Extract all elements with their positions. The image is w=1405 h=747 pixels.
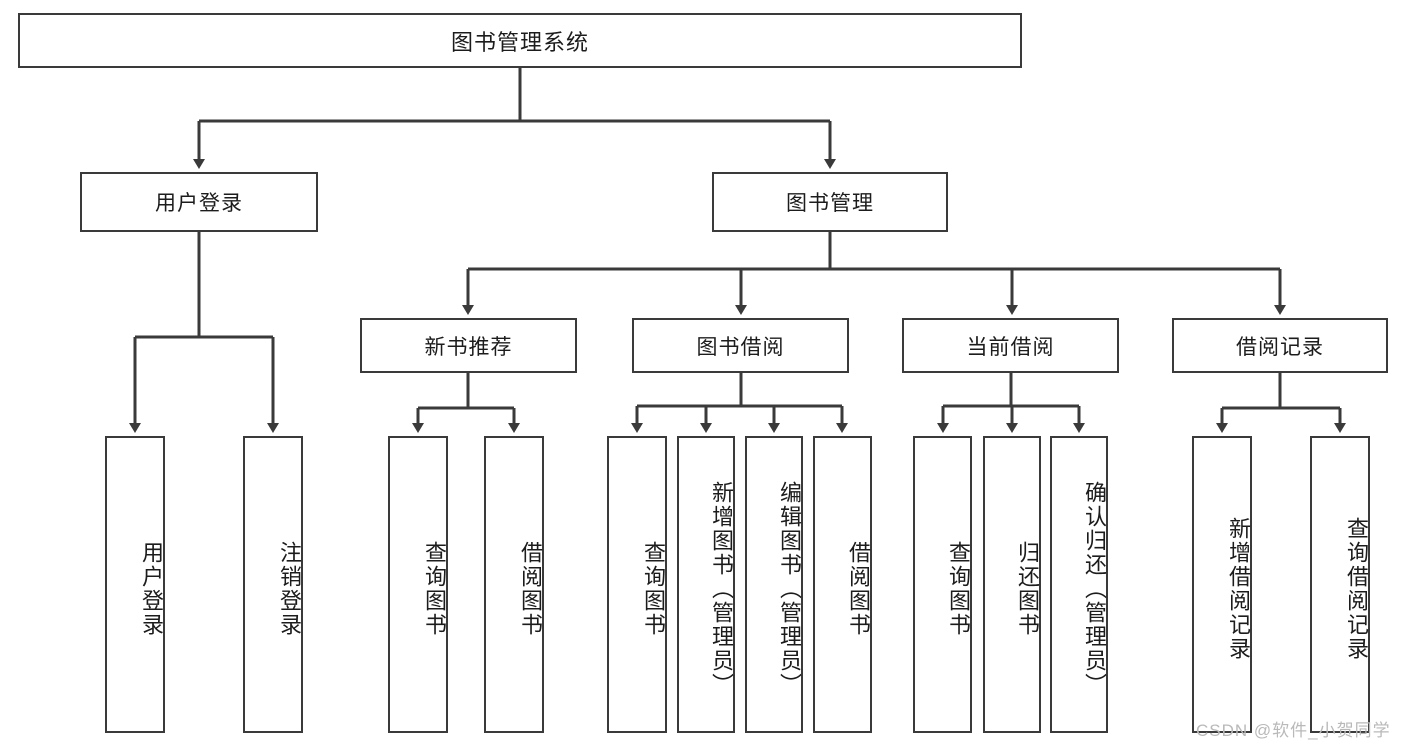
node-root[interactable]: 图书管理系统 xyxy=(18,13,1022,68)
node-root-label: 图书管理系统 xyxy=(450,29,589,55)
node-leaf-current-confirm-return[interactable]: 确认归还（管理员） xyxy=(1050,436,1108,733)
watermark-text: CSDN @软件_小贺同学 xyxy=(1196,721,1391,740)
node-new-book-rec-label: 新书推荐 xyxy=(424,335,513,359)
node-user-login-label: 用户登录 xyxy=(155,192,243,215)
node-leaf-record-add[interactable]: 新增借阅记录 xyxy=(1192,436,1252,733)
node-borrow-record-label: 借阅记录 xyxy=(1236,335,1324,359)
node-leaf-user-logout-label: 注销登录 xyxy=(277,540,302,637)
node-leaf-borrow-borrow-book[interactable]: 借阅图书 xyxy=(813,436,872,733)
node-leaf-borrow-edit-book-label: 编辑图书（管理员） xyxy=(777,480,802,697)
node-leaf-user-login-label: 用户登录 xyxy=(139,540,164,637)
node-leaf-rec-borrow-book-label: 借阅图书 xyxy=(518,540,543,637)
node-leaf-borrow-query-book-label: 查询图书 xyxy=(641,540,666,637)
node-book-borrow[interactable]: 图书借阅 xyxy=(632,318,849,373)
node-leaf-current-query-book-label: 查询图书 xyxy=(946,540,971,637)
node-leaf-current-return-book-label: 归还图书 xyxy=(1015,540,1040,637)
node-book-manage[interactable]: 图书管理 xyxy=(712,172,948,232)
node-leaf-record-query[interactable]: 查询借阅记录 xyxy=(1310,436,1370,733)
node-leaf-borrow-borrow-book-label: 借阅图书 xyxy=(846,540,871,637)
node-leaf-current-query-book[interactable]: 查询图书 xyxy=(913,436,972,733)
node-leaf-borrow-add-book[interactable]: 新增图书（管理员） xyxy=(677,436,735,733)
node-leaf-rec-query-book[interactable]: 查询图书 xyxy=(388,436,448,733)
node-current-borrow-label: 当前借阅 xyxy=(966,335,1055,359)
node-leaf-borrow-edit-book[interactable]: 编辑图书（管理员） xyxy=(745,436,803,733)
node-leaf-record-query-label: 查询借阅记录 xyxy=(1344,516,1369,661)
node-leaf-borrow-query-book[interactable]: 查询图书 xyxy=(607,436,667,733)
node-leaf-user-logout[interactable]: 注销登录 xyxy=(243,436,303,733)
node-leaf-record-add-label: 新增借阅记录 xyxy=(1226,516,1251,661)
node-leaf-user-login[interactable]: 用户登录 xyxy=(105,436,165,733)
node-current-borrow[interactable]: 当前借阅 xyxy=(902,318,1119,373)
node-book-manage-label: 图书管理 xyxy=(786,192,874,215)
node-user-login[interactable]: 用户登录 xyxy=(80,172,318,232)
node-leaf-rec-borrow-book[interactable]: 借阅图书 xyxy=(484,436,544,733)
node-leaf-current-confirm-return-label: 确认归还（管理员） xyxy=(1082,480,1107,697)
node-new-book-rec[interactable]: 新书推荐 xyxy=(360,318,577,373)
node-book-borrow-label: 图书借阅 xyxy=(696,335,785,359)
node-leaf-current-return-book[interactable]: 归还图书 xyxy=(983,436,1041,733)
node-leaf-borrow-add-book-label: 新增图书（管理员） xyxy=(709,480,734,697)
node-leaf-rec-query-book-label: 查询图书 xyxy=(422,540,447,637)
node-borrow-record[interactable]: 借阅记录 xyxy=(1172,318,1388,373)
